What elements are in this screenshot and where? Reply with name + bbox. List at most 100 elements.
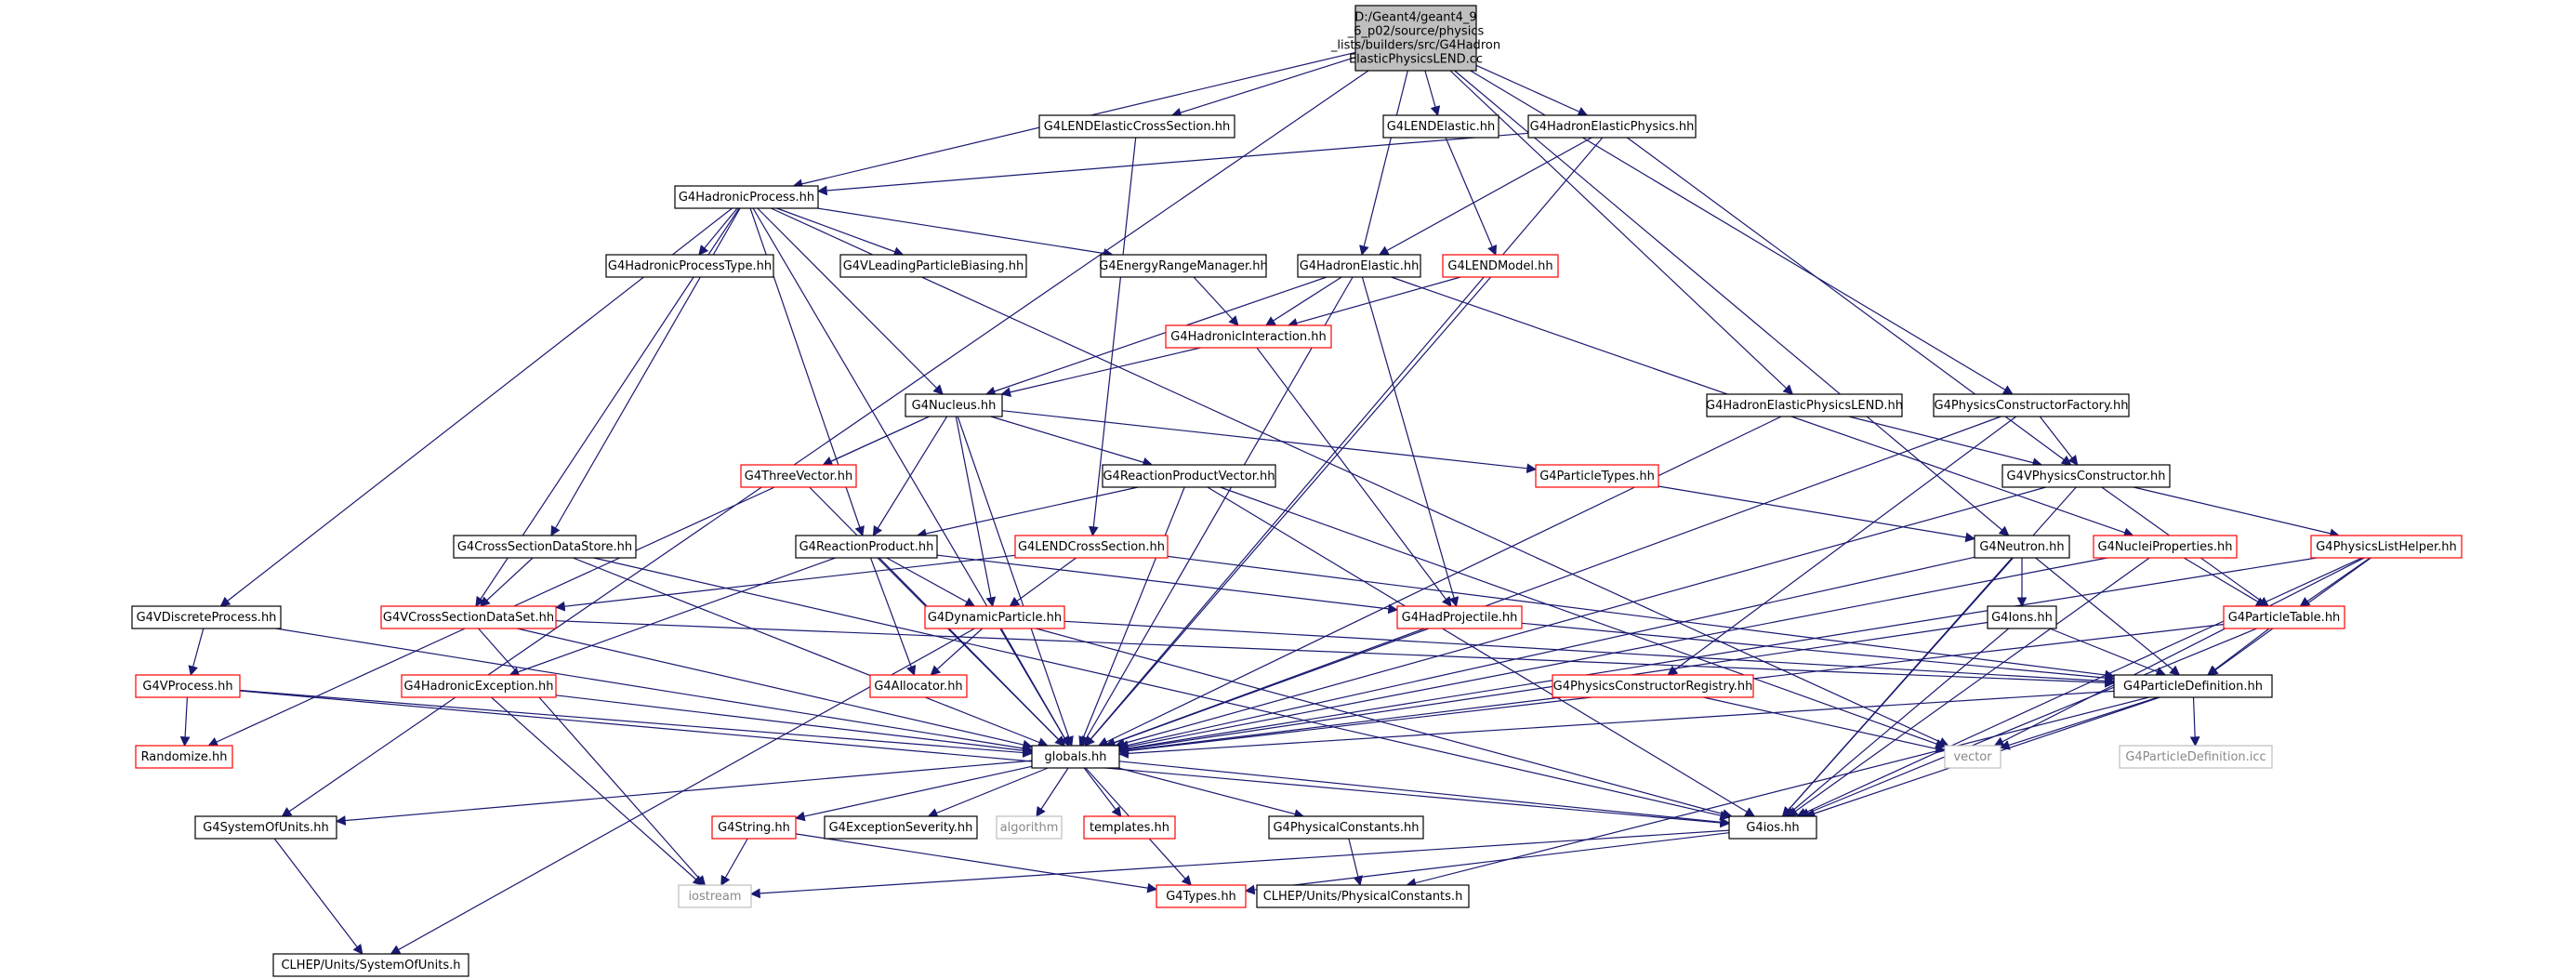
node-box	[1552, 674, 1754, 698]
edge-nprops-to-ptable	[2183, 557, 2266, 607]
edge-lendcs-to-pdef	[1167, 555, 2116, 681]
node-hepl[interactable]: G4HadronElasticPhysicsLEND.hh	[1706, 393, 1903, 417]
node-ptable[interactable]: G4ParticleTable.hh	[2223, 605, 2345, 629]
node-clhepconst[interactable]: CLHEP/Units/PhysicalConstants.h	[1256, 884, 1470, 908]
node-random[interactable]: Randomize.hh	[135, 745, 233, 769]
node-alloc[interactable]: G4Allocator.hh	[869, 674, 968, 698]
edge-nucleus-to-globals	[957, 416, 1074, 747]
edge-hel-to-nucleus	[984, 276, 1328, 396]
node-hproc[interactable]: G4HadronicProcess.hh	[674, 185, 819, 209]
edge-vdp-to-vproc	[188, 628, 205, 677]
node-pdef[interactable]: G4ParticleDefinition.hh	[2113, 674, 2273, 698]
node-algorithm[interactable]: algorithm	[996, 815, 1063, 840]
node-label: G4CrossSectionDataStore.hh	[457, 540, 632, 554]
node-label: G4ReactionProduct.hh	[799, 540, 934, 554]
node-nucleus[interactable]: G4Nucleus.hh	[905, 393, 1003, 417]
node-label: iostream	[688, 890, 741, 904]
node-erm[interactable]: G4EnergyRangeManager.hh	[1099, 254, 1268, 278]
node-label: G4Neutron.hh	[1979, 540, 2064, 554]
node-hel[interactable]: G4HadronElastic.hh	[1297, 254, 1421, 278]
edge-plh-to-globals	[1117, 557, 2318, 754]
node-hadproj[interactable]: G4HadProjectile.hh	[1396, 605, 1523, 629]
edge-g4ios-to-g4types	[1244, 832, 1730, 895]
node-hint[interactable]: G4HadronicInteraction.hh	[1165, 324, 1332, 349]
edge-rp-to-hadproj	[936, 554, 1399, 615]
edge-neutron-to-globals	[1117, 556, 1975, 750]
node-vlpb[interactable]: G4VLeadingParticleBiasing.hh	[839, 254, 1027, 278]
edge-rpv-to-vector	[1220, 486, 1947, 749]
node-label: G4VDiscreteProcess.hh	[137, 611, 277, 625]
edge-plh-to-g4ios	[1796, 557, 2363, 817]
edge-pdef-to-vector	[1999, 696, 2159, 750]
node-label: G4HadronElastic.hh	[1300, 259, 1420, 273]
node-hep[interactable]: G4HadronElasticPhysics.hh	[1527, 114, 1697, 139]
node-vector[interactable]: vector	[1944, 745, 2001, 769]
node-ptypes[interactable]: G4ParticleTypes.hh	[1535, 464, 1659, 488]
node-vcsds[interactable]: G4VCrossSectionDataSet.hh	[380, 605, 557, 629]
node-vdp[interactable]: G4VDiscreteProcess.hh	[131, 605, 282, 629]
node-rpv[interactable]: G4ReactionProductVector.hh	[1102, 464, 1276, 488]
node-hptype[interactable]: G4HadronicProcessType.hh	[605, 254, 774, 278]
node-box	[1165, 324, 1332, 349]
node-g4ios[interactable]: G4ios.hh	[1728, 815, 1817, 840]
edge-csds-to-g4ios	[593, 557, 1731, 821]
edge-hexc-to-globals	[555, 695, 1034, 756]
node-threevec[interactable]: G4ThreeVector.hh	[740, 464, 857, 488]
node-csds[interactable]: G4CrossSectionDataStore.hh	[453, 535, 637, 559]
node-physconst[interactable]: G4PhysicalConstants.hh	[1268, 815, 1424, 840]
node-label: G4LENDElastic.hh	[1387, 120, 1496, 134]
edge-hint-to-hadproj	[1256, 347, 1452, 607]
node-vpc[interactable]: G4VPhysicsConstructor.hh	[2001, 464, 2171, 488]
node-pcf[interactable]: G4PhysicsConstructorFactory.hh	[1933, 393, 2130, 417]
node-lendxs[interactable]: G4LENDElasticCrossSection.hh	[1038, 114, 1235, 139]
node-rp[interactable]: G4ReactionProduct.hh	[795, 535, 938, 559]
edge-ions-to-pdef	[2049, 628, 2167, 677]
edge-hproc-to-nucleus	[757, 207, 944, 395]
node-box	[2093, 535, 2238, 559]
node-lendel[interactable]: G4LENDElastic.hh	[1382, 114, 1499, 139]
node-box	[711, 815, 797, 840]
node-vproc[interactable]: G4VProcess.hh	[135, 674, 241, 698]
edge-root-to-lendel	[1424, 70, 1441, 117]
node-hexc[interactable]: G4HadronicException.hh	[401, 674, 557, 698]
edge-rp-to-dynp	[886, 557, 976, 607]
edge-nucleus-to-rp	[872, 416, 948, 536]
node-box	[135, 745, 233, 769]
node-g4string[interactable]: G4String.hh	[711, 815, 797, 840]
edge-hproc-to-vector	[771, 207, 1949, 747]
node-nprops[interactable]: G4NucleiProperties.hh	[2093, 535, 2238, 559]
edge-plh-to-ptable	[2299, 557, 2371, 607]
node-pdicc[interactable]: G4ParticleDefinition.icc	[2119, 745, 2273, 769]
node-label: vector	[1953, 750, 1992, 764]
edge-root-to-hep	[1475, 64, 1589, 116]
node-globals[interactable]: globals.hh	[1031, 745, 1120, 769]
node-neutron[interactable]: G4Neutron.hh	[1974, 535, 2070, 559]
node-label: G4Ions.hh	[1991, 611, 2053, 625]
node-label: G4SystemOfUnits.hh	[203, 821, 328, 835]
edge-root-to-hepl	[1449, 70, 1794, 395]
edge-hproc-to-hptype	[698, 207, 738, 256]
node-root[interactable]: D:/Geant4/geant4_9_6_p02/source/physics_…	[1330, 5, 1500, 72]
node-lendmodel[interactable]: G4LENDModel.hh	[1442, 254, 1559, 278]
edge-dynp-to-alloc	[930, 628, 984, 676]
node-templates[interactable]: templates.hh	[1083, 815, 1176, 840]
node-iostream[interactable]: iostream	[678, 884, 752, 908]
node-exsev[interactable]: G4ExceptionSeverity.hh	[824, 815, 978, 840]
node-g4types[interactable]: G4Types.hh	[1156, 884, 1247, 908]
node-plh[interactable]: G4PhysicsListHelper.hh	[2310, 535, 2463, 559]
node-pcr[interactable]: G4PhysicsConstructorRegistry.hh	[1552, 674, 1754, 698]
edge-hel-to-hint	[1264, 276, 1342, 326]
edge-hadproj-to-pdef	[1521, 622, 2116, 683]
node-box	[453, 535, 637, 559]
node-sou[interactable]: G4SystemOfUnits.hh	[194, 815, 337, 840]
edge-root-to-sou	[281, 70, 1369, 817]
node-dynp[interactable]: G4DynamicParticle.hh	[924, 605, 1065, 629]
edge-g4string-to-g4types	[795, 833, 1158, 893]
edge-pcf-to-vpc	[2039, 416, 2079, 466]
node-label: templates.hh	[1090, 821, 1169, 835]
node-ions[interactable]: G4Ions.hh	[1987, 605, 2057, 629]
node-lendcs[interactable]: G4LENDCrossSection.hh	[1014, 535, 1169, 559]
edge-hep-to-globals	[1084, 137, 1604, 747]
node-clhepsou[interactable]: CLHEP/Units/SystemOfUnits.h	[272, 953, 469, 977]
edge-pdef-to-globals	[1117, 690, 2115, 759]
